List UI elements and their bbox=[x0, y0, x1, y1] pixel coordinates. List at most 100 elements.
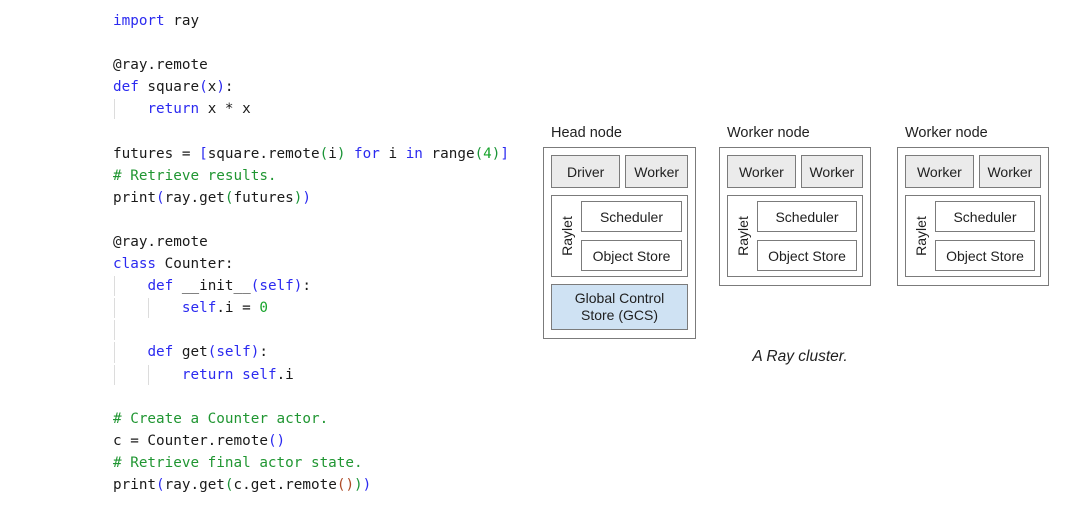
code-token: ray bbox=[164, 13, 200, 29]
raylet-box: Raylet Scheduler Object Store bbox=[551, 195, 688, 277]
code-token: ) bbox=[362, 476, 372, 493]
code-token: i bbox=[379, 145, 406, 162]
figure-caption: A Ray cluster. bbox=[752, 348, 848, 365]
worker-box: Worker bbox=[727, 155, 796, 188]
worker-box: Worker bbox=[625, 155, 688, 188]
code-token: ] bbox=[500, 145, 509, 162]
code-token: ray.get bbox=[164, 476, 225, 493]
code-token: ( bbox=[336, 476, 346, 493]
raylet-inner-boxes: Scheduler Object Store bbox=[935, 201, 1035, 271]
code-token: c.get.remote bbox=[233, 476, 337, 493]
worker-node-2-label: Worker node bbox=[905, 125, 988, 141]
indent-guide bbox=[113, 276, 115, 297]
code-token: Counter: bbox=[156, 256, 234, 273]
code-token: # Retrieve final actor state. bbox=[113, 454, 363, 471]
object-store-box: Object Store bbox=[935, 240, 1035, 271]
code-token: .i = bbox=[216, 300, 260, 317]
indent-guide bbox=[147, 298, 149, 319]
code-token: ) bbox=[250, 344, 260, 361]
code-line: return x * x bbox=[113, 98, 509, 120]
code-line: # Create a Counter actor. bbox=[113, 408, 509, 430]
code-token: ( bbox=[250, 278, 260, 295]
code-line: # Retrieve final actor state. bbox=[113, 452, 509, 474]
code-line: # Retrieve results. bbox=[113, 165, 509, 187]
code-line: def get(self): bbox=[113, 341, 509, 363]
code-token: # Retrieve results. bbox=[113, 167, 277, 184]
object-store-box: Object Store bbox=[757, 240, 857, 271]
head-node-process-row: Driver Worker bbox=[551, 155, 688, 188]
code-token: futures = bbox=[113, 145, 200, 162]
gcs-label-line1: Global Control bbox=[574, 290, 665, 306]
worker-node-2-process-row: Worker Worker bbox=[905, 155, 1041, 188]
code-token: ) bbox=[491, 145, 501, 162]
indent-guide bbox=[113, 342, 115, 363]
raylet-label-cell: Raylet bbox=[911, 201, 931, 271]
code-token: import bbox=[113, 13, 165, 29]
code-token: for bbox=[354, 145, 380, 162]
raylet-label: Raylet bbox=[735, 216, 751, 256]
code-token: ) bbox=[216, 79, 225, 96]
code-line: futures = [square.remote(i) for i in ran… bbox=[113, 143, 509, 165]
code-token: @ray.remote bbox=[113, 233, 208, 250]
code-token: ) bbox=[336, 145, 346, 162]
worker-box: Worker bbox=[800, 155, 863, 188]
code-token: ( bbox=[199, 79, 208, 96]
code-token: in bbox=[405, 145, 423, 162]
code-token: ( bbox=[474, 145, 484, 162]
code-token: get bbox=[173, 344, 208, 361]
code-line: @ray.remote bbox=[113, 54, 509, 76]
code-token bbox=[345, 146, 354, 162]
code-line: c = Counter.remote() bbox=[113, 430, 509, 452]
head-node-box: Driver Worker Raylet Scheduler Object St… bbox=[543, 147, 696, 339]
code-token: ) bbox=[276, 432, 286, 449]
indent-guide bbox=[113, 320, 115, 341]
raylet-label-cell: Raylet bbox=[733, 201, 753, 271]
object-store-box: Object Store bbox=[581, 240, 682, 271]
code-token: ( bbox=[156, 476, 165, 493]
code-token: 0 bbox=[259, 300, 268, 317]
code-token: def bbox=[147, 344, 174, 361]
indent-guide bbox=[113, 99, 115, 120]
worker-box: Worker bbox=[978, 155, 1041, 188]
code-line: class Counter: bbox=[113, 253, 509, 275]
code-token: def bbox=[147, 278, 174, 295]
code-token: class bbox=[113, 256, 157, 273]
code-line bbox=[113, 209, 509, 231]
raylet-label-cell: Raylet bbox=[557, 201, 577, 271]
raylet-box: Raylet Scheduler Object Store bbox=[905, 195, 1041, 277]
code-token: ) bbox=[293, 278, 303, 295]
code-token: ) bbox=[354, 476, 363, 493]
code-token bbox=[234, 367, 243, 383]
code-token: ) bbox=[345, 476, 355, 493]
indent-guide bbox=[113, 298, 115, 319]
code-line: print(ray.get(c.get.remote())) bbox=[113, 474, 509, 496]
worker-box: Worker bbox=[905, 155, 974, 188]
code-token bbox=[113, 101, 147, 117]
code-token: range bbox=[422, 145, 475, 162]
gcs-label-line2: Store (GCS) bbox=[580, 307, 658, 323]
code-token: [ bbox=[199, 145, 208, 162]
code-token: self bbox=[259, 278, 294, 295]
code-token: return bbox=[181, 366, 234, 383]
indent-guide bbox=[113, 364, 115, 385]
code-token: def bbox=[113, 79, 139, 96]
code-token: : bbox=[259, 344, 268, 361]
code-line: self.i = 0 bbox=[113, 297, 509, 319]
code-line bbox=[113, 120, 509, 142]
code-token: ) bbox=[293, 189, 303, 206]
code-token: ( bbox=[224, 189, 234, 206]
code-line bbox=[113, 319, 509, 341]
code-line: def square(x): bbox=[113, 76, 509, 98]
code-token: __init__ bbox=[173, 278, 251, 295]
code-token bbox=[113, 278, 147, 294]
code-token: i bbox=[328, 145, 337, 162]
code-token: : bbox=[224, 79, 234, 96]
code-token: : bbox=[302, 278, 311, 295]
global-control-store-box: Global Control Store (GCS) bbox=[551, 284, 688, 330]
code-token: return bbox=[147, 101, 200, 118]
code-token: futures bbox=[233, 189, 294, 206]
code-line bbox=[113, 32, 509, 54]
code-token: # Create a Counter actor. bbox=[113, 410, 329, 427]
worker-node-1-box: Worker Worker Raylet Scheduler Object St… bbox=[719, 147, 871, 286]
